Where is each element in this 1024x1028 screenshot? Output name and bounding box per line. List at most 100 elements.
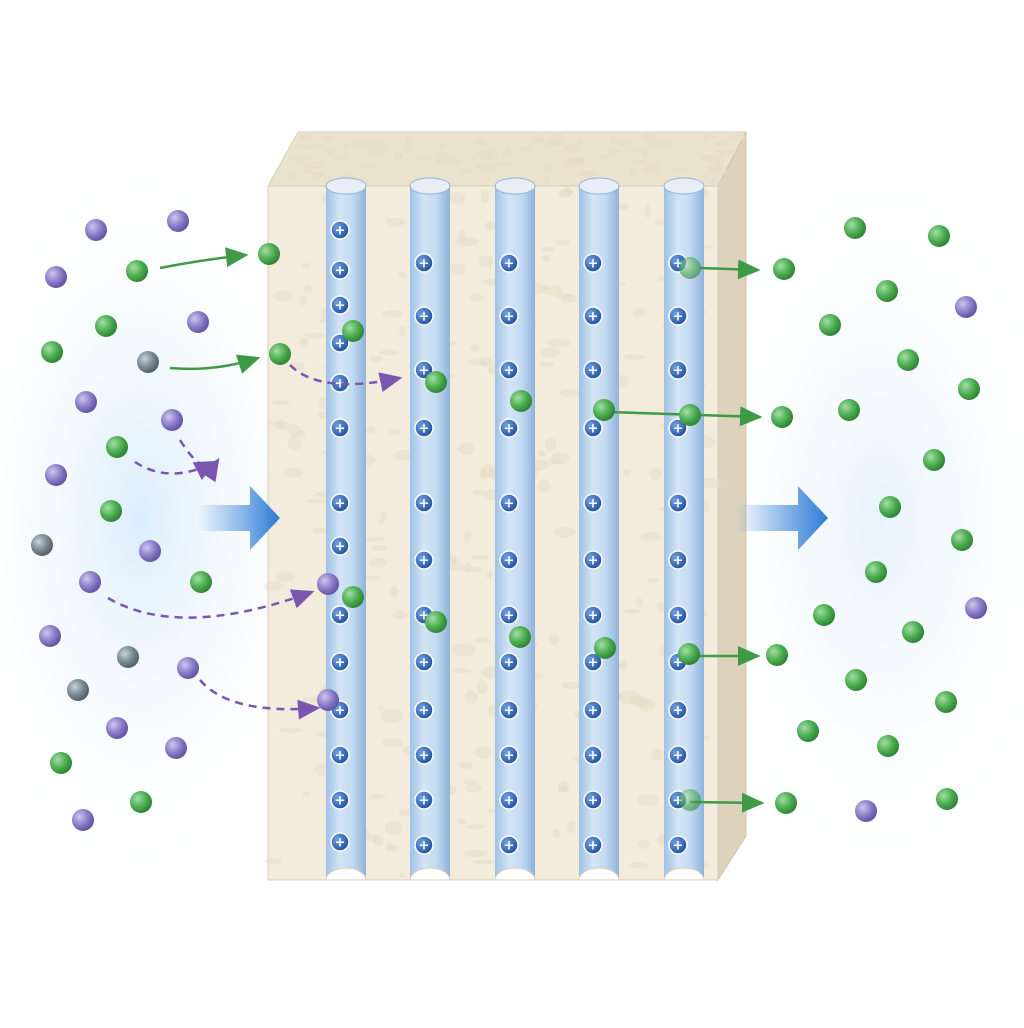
fixed-charge-circle (414, 493, 434, 513)
membrane-speckle (366, 834, 379, 843)
membrane-top-speckle (478, 150, 498, 161)
green-ion (425, 371, 447, 393)
fixed-charge-symbol: + (504, 310, 515, 325)
membrane-top-speckle (493, 160, 515, 168)
membrane-top-speckle (351, 143, 366, 149)
fixed-charge-symbol: + (335, 337, 346, 352)
fixed-charge-symbol: + (673, 656, 684, 671)
channel-opening (325, 177, 367, 195)
passing-ion-path (699, 259, 761, 280)
membrane-top-speckle (571, 157, 588, 163)
channel-opening (494, 177, 536, 195)
fixed-charge-symbol: + (504, 749, 515, 764)
green-ion (865, 561, 887, 583)
membrane-speckle (458, 760, 474, 770)
purple-ion (317, 689, 339, 711)
channel-opening (409, 177, 451, 195)
membrane-speckle (265, 857, 283, 865)
membrane-top-speckle (475, 138, 486, 146)
channel-bottom-notch (325, 867, 367, 881)
membrane-speckle (288, 424, 301, 439)
fixed-charge-symbol: + (419, 257, 430, 272)
membrane-speckle (448, 564, 467, 571)
fixed-charge-symbol: + (673, 749, 684, 764)
green-ion (775, 792, 797, 814)
passing-ion-path (689, 792, 765, 813)
purple-ion (317, 573, 339, 595)
membrane-top-speckle (716, 149, 724, 154)
purple-ion (85, 219, 107, 241)
fixed-charge: + (330, 652, 350, 672)
membrane-top-speckle (366, 144, 388, 155)
membrane-top-speckle (624, 146, 641, 154)
membrane-top-speckle (392, 152, 404, 160)
membrane-speckle (457, 818, 467, 825)
green-ion (258, 243, 280, 265)
fixed-charge: + (499, 550, 519, 570)
fixed-charge-symbol: + (673, 310, 684, 325)
fixed-charge-symbol: + (673, 839, 684, 854)
membrane-speckle (698, 478, 722, 488)
purple-ion (39, 625, 61, 647)
membrane-speckle (380, 510, 388, 520)
membrane-top-speckle (577, 170, 598, 177)
fixed-charge: + (499, 700, 519, 720)
membrane-channel: ++++++++++++ (663, 177, 705, 881)
green-ion (126, 260, 148, 282)
green-ion (106, 436, 128, 458)
membrane-top-speckle (649, 160, 663, 169)
membrane-top-speckle (629, 167, 636, 176)
green-ion (923, 449, 945, 471)
fixed-charge-circle (583, 493, 603, 513)
fixed-charge: + (499, 835, 519, 855)
fixed-charge: + (583, 835, 603, 855)
fixed-charge: + (499, 493, 519, 513)
purple-ion (965, 597, 987, 619)
fixed-charge: + (414, 790, 434, 810)
membrane-speckle (388, 429, 400, 435)
fixed-charge-symbol: + (419, 364, 430, 379)
membrane-top-speckle (467, 155, 481, 160)
membrane-channels: ++++++++++++++++++++++++++++++++++++++++… (325, 177, 705, 881)
membrane-speckle (640, 532, 661, 541)
fixed-charge-symbol: + (504, 839, 515, 854)
membrane-speckle (559, 389, 581, 397)
fixed-charge-symbol: + (588, 257, 599, 272)
membrane-speckle (287, 436, 303, 451)
fixed-charge: + (499, 253, 519, 273)
fixed-charge-symbol: + (419, 794, 430, 809)
fixed-charge-symbol: + (504, 609, 515, 624)
membrane-speckle (451, 643, 475, 657)
membrane-speckle (273, 290, 293, 302)
green-ion (936, 788, 958, 810)
channel-bottom-notch (578, 867, 620, 881)
fixed-charge-symbol: + (588, 554, 599, 569)
fixed-charge: + (583, 493, 603, 513)
purple-ion (855, 800, 877, 822)
membrane-speckle (548, 633, 559, 646)
channel-bore (664, 186, 704, 880)
fixed-charge-circle (330, 220, 350, 240)
green-ion (593, 399, 615, 421)
ion-particles (31, 210, 987, 831)
channel-bottom-notch (409, 867, 451, 881)
fixed-charge-circle (330, 652, 350, 672)
green-ion (773, 258, 795, 280)
fixed-charge-symbol: + (588, 609, 599, 624)
fixed-charge: + (499, 605, 519, 625)
membrane-speckle (540, 347, 561, 358)
membrane-speckle (377, 705, 386, 710)
membrane-top-speckle (341, 143, 350, 150)
fixed-charge-symbol: + (419, 609, 430, 624)
fixed-charge-symbol: + (419, 704, 430, 719)
membrane-speckle (648, 468, 662, 481)
fixed-charge-circle (414, 652, 434, 672)
membrane-speckle (616, 281, 626, 286)
membrane-channel: ++++++++++++ (494, 177, 536, 881)
membrane-speckle (463, 849, 486, 858)
fixed-charge: + (330, 493, 350, 513)
fixed-charge-circle (499, 605, 519, 625)
fixed-charge-circle (668, 306, 688, 326)
channel-bore (410, 186, 450, 880)
